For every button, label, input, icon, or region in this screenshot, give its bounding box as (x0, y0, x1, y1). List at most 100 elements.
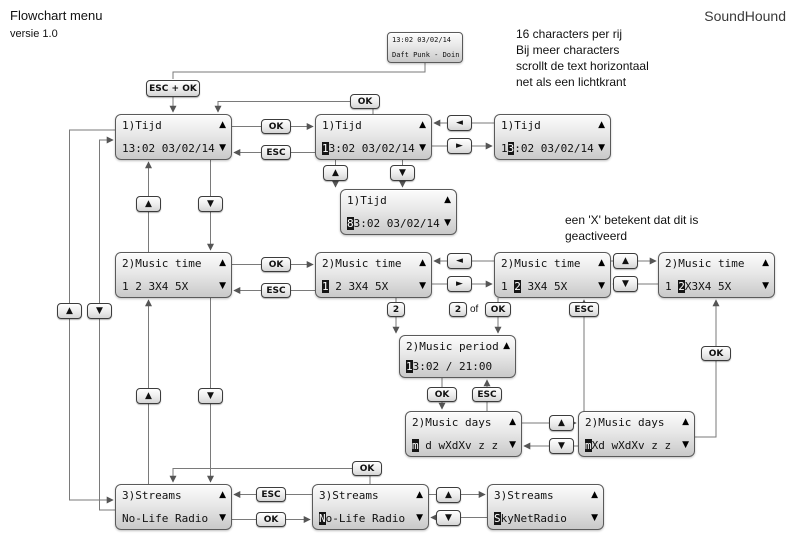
lcd-line1: 2)Music days (412, 416, 492, 429)
cursor-char: m (585, 438, 592, 452)
text-segment: No-Life Radio (122, 511, 209, 525)
down-arrow-button: ▼ (436, 510, 461, 526)
up-arrow-icon: ▲ (509, 417, 516, 428)
page-title: Flowchart menu (10, 8, 103, 23)
cursor-char: 8 (347, 216, 354, 230)
up-arrow-icon: ▲ (444, 195, 451, 206)
up-arrow-icon: ▲ (419, 258, 426, 269)
scroll-note: 16 characters per rij Bij meer character… (516, 26, 649, 90)
of-label: of (470, 304, 479, 315)
text-segment: X3X4 5X (684, 279, 732, 293)
two-button: 2 (449, 302, 467, 317)
down-arrow-icon: ▼ (219, 513, 226, 523)
cursor-char: m (412, 438, 419, 452)
up-arrow-icon: ▲ (598, 120, 605, 131)
ok-button: OK (256, 512, 286, 527)
ok-button: OK (701, 346, 731, 361)
up-arrow-icon: ▲ (598, 258, 605, 269)
lcd-tijd-edit-1: 1)Tijd▲ 13:02 03/02/14▼ (315, 114, 432, 160)
left-arrow-button: ◄ (447, 115, 472, 131)
down-arrow-icon: ▼ (591, 513, 598, 523)
left-arrow-button: ◄ (447, 253, 472, 269)
lcd-line2: 1 2 3X4 5X (322, 279, 389, 293)
cursor-char: 2 (678, 279, 685, 293)
text-segment: 3X4 5X (520, 279, 568, 293)
up-arrow-button: ▲ (57, 303, 82, 319)
up-arrow-icon: ▲ (762, 258, 769, 269)
cursor-char: N (319, 511, 326, 525)
lcd-music-period: 2)Music period ▲ 13:02 / 21:00 (399, 335, 516, 378)
text-segment: 1 (665, 279, 679, 293)
note-line: 16 characters per rij (516, 27, 623, 41)
up-arrow-icon: ▲ (503, 341, 510, 352)
esc-button: ESC (472, 387, 502, 402)
right-arrow-button: ► (447, 138, 472, 154)
esc-button: ESC (256, 487, 286, 502)
lcd-line2: 1 2 3X4 5X (501, 279, 568, 293)
lcd-line1: 2)Music time (665, 257, 745, 270)
lcd-music-days-1: 2)Music days▲ m d wXdXv z z▼ (405, 411, 522, 457)
lcd-line2: No-Life Radio (122, 512, 208, 525)
down-arrow-button: ▼ (613, 276, 638, 292)
esc-button: ESC (261, 145, 291, 160)
up-arrow-button: ▲ (136, 196, 161, 212)
esc-ok-button: ESC + OK (146, 80, 200, 97)
lcd-line1: 3)Streams (122, 489, 182, 502)
cursor-char: 1 (322, 141, 329, 155)
lcd-line2: 13:02 03/02/14 (122, 142, 215, 155)
lcd-music-edit-3: 2)Music time▲ 1 2X3X4 5X▼ (658, 252, 775, 298)
cursor-char: 2 (514, 279, 521, 293)
text-segment: 1 (501, 141, 508, 155)
cursor-char: 3 (507, 141, 515, 155)
two-button: 2 (387, 302, 405, 317)
text-segment: 2 3X4 5X (328, 279, 389, 293)
lcd-line2: 13:02 / 21:00 (406, 359, 493, 373)
lcd-streams-edit-1: 3)Streams▲ No-Life Radio▼ (312, 484, 429, 530)
up-arrow-button: ▲ (436, 487, 461, 503)
text-segment: :02 03/02/14 (514, 141, 594, 155)
lcd-line1: 1)Tijd (347, 194, 387, 207)
lcd-line1: 2)Music time (501, 257, 581, 270)
down-arrow-icon: ▼ (416, 513, 423, 523)
up-arrow-icon: ▲ (419, 120, 426, 131)
text-segment: 1 (501, 279, 515, 293)
text-segment: 1 2 3X4 5X (122, 279, 189, 293)
ok-button: OK (350, 94, 380, 109)
up-arrow-icon: ▲ (219, 490, 226, 501)
esc-button: ESC (261, 283, 291, 298)
down-arrow-icon: ▼ (444, 218, 451, 228)
lcd-music-edit-2: 2)Music time▲ 1 2 3X4 5X▼ (494, 252, 611, 298)
down-arrow-button: ▼ (390, 165, 415, 181)
cursor-char: 1 (322, 279, 329, 293)
lcd-line2: 13:02 03/02/14 (501, 141, 594, 155)
up-arrow-button: ▲ (549, 415, 574, 431)
up-arrow-icon: ▲ (591, 490, 598, 501)
up-arrow-icon: ▲ (219, 120, 226, 131)
lcd-line1: 1)Tijd (501, 119, 541, 132)
lcd-line1: 3)Streams (319, 489, 379, 502)
lcd-line1: 2)Music period (406, 340, 499, 353)
lcd-line2: Daft Punk - Doin (392, 50, 460, 59)
lcd-line2: SkyNetRadio (494, 511, 567, 525)
lcd-streams-main: 3)Streams ▲ No-Life Radio ▼ (115, 484, 232, 530)
text-segment: 3:02 / 21:00 (412, 359, 493, 373)
version-label: versie 1.0 (10, 28, 58, 40)
note-line: scrollt de text horizontaal (516, 59, 649, 73)
ok-button: OK (352, 461, 382, 476)
lcd-line2: mXd wXdXv z z (585, 438, 671, 452)
lcd-line2: 1 2X3X4 5X (665, 279, 732, 293)
lcd-line1: 2)Music time (322, 257, 402, 270)
down-arrow-icon: ▼ (509, 440, 516, 450)
note-line: Bij meer characters (516, 43, 620, 57)
down-arrow-icon: ▼ (219, 143, 226, 153)
down-arrow-button: ▼ (198, 388, 223, 404)
cursor-char: 1 (406, 359, 413, 373)
lcd-tijd-main: 1)Tijd▲ 13:02 03/02/14▼ (115, 114, 232, 160)
lcd-line1: 13:02 03/02/14 (392, 36, 452, 44)
text-segment: 3:02 03/02/14 (353, 216, 440, 230)
cursor-char: S (494, 511, 501, 525)
lcd-line1: 2)Music time (122, 257, 202, 270)
lcd-line2: 1 2 3X4 5X (122, 280, 188, 293)
ok-button: OK (427, 387, 457, 402)
